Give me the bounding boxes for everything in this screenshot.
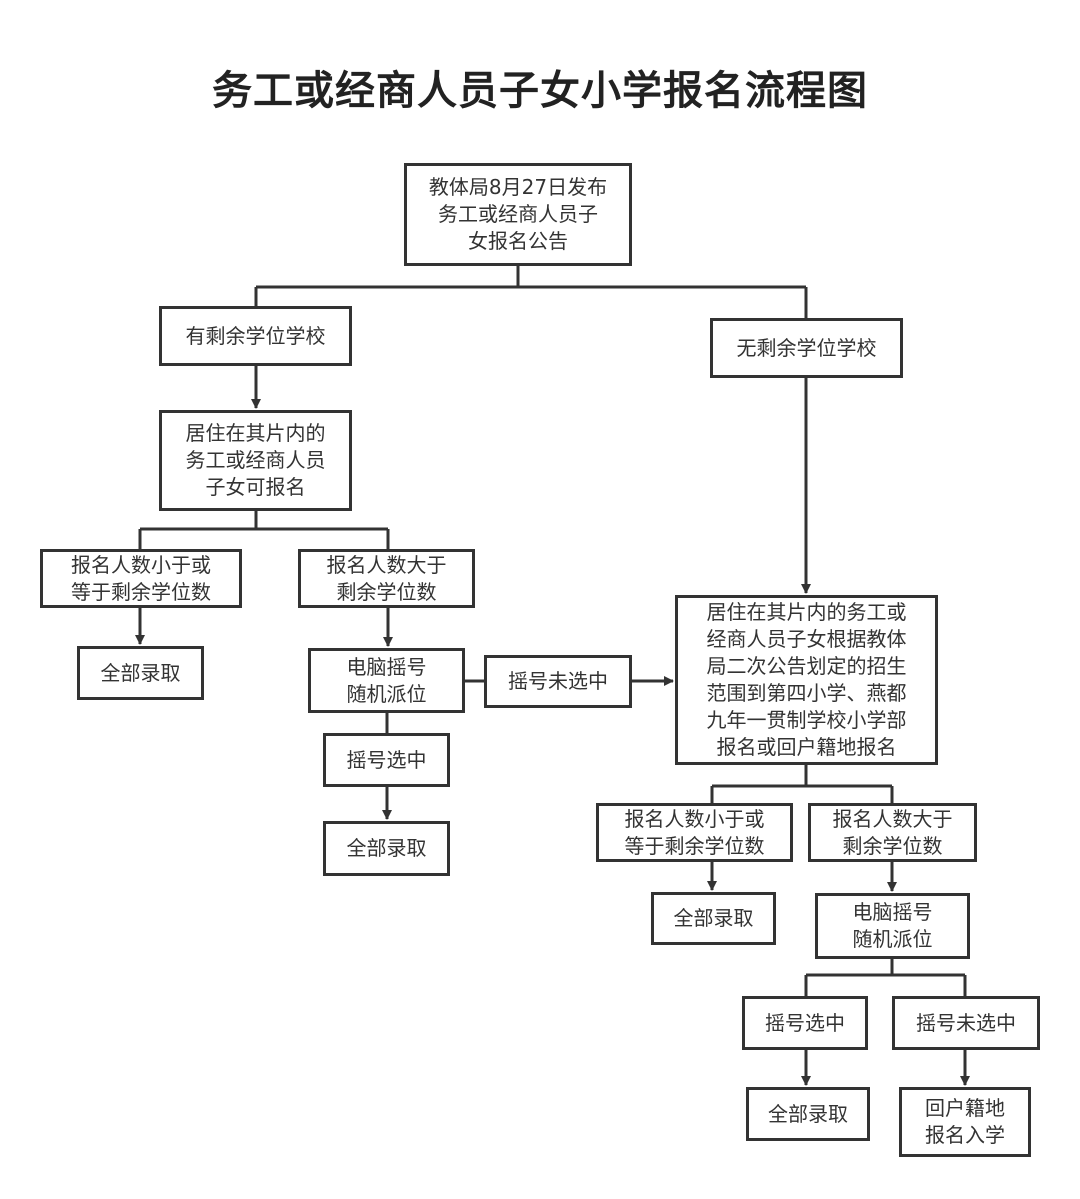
- node-left-selected: 摇号选中: [323, 733, 450, 787]
- node-right-gt: 报名人数大于 剩余学位数: [808, 803, 977, 862]
- node-right-all-admit-1: 全部录取: [651, 892, 776, 945]
- diagram-title: 务工或经商人员子女小学报名流程图: [212, 68, 868, 114]
- connector-right-lottery-split: [804, 959, 967, 996]
- node-eligible-local: 居住在其片内的 务工或经商人员 子女可报名: [159, 410, 352, 511]
- node-right-le: 报名人数小于或 等于剩余学位数: [596, 803, 793, 862]
- node-left-all-admit-2: 全部录取: [323, 821, 450, 876]
- node-has-seats: 有剩余学位学校: [159, 306, 352, 366]
- node-left-lottery: 电脑摇号 随机派位: [308, 648, 465, 713]
- connector-announce-split: [254, 266, 808, 318]
- node-right-lottery: 电脑摇号 随机派位: [815, 893, 970, 959]
- node-left-gt: 报名人数大于 剩余学位数: [298, 549, 475, 608]
- connector-register-split: [710, 765, 894, 803]
- node-left-not-selected: 摇号未选中: [484, 655, 632, 708]
- node-left-le: 报名人数小于或 等于剩余学位数: [40, 549, 242, 608]
- node-right-not-selected: 摇号未选中: [892, 996, 1040, 1050]
- node-announce: 教体局8月27日发布 务工或经商人员子 女报名公告: [404, 163, 632, 266]
- node-left-all-admit-1: 全部录取: [77, 646, 204, 700]
- node-return-hukou: 回户籍地 报名入学: [899, 1087, 1031, 1157]
- node-right-all-admit-2: 全部录取: [746, 1087, 870, 1141]
- connector-eligible-split: [138, 511, 390, 549]
- node-no-seats: 无剩余学位学校: [710, 318, 903, 378]
- node-right-register: 居住在其片内的务工或 经商人员子女根据教体 局二次公告划定的招生 范围到第四小学…: [675, 595, 938, 765]
- node-right-selected: 摇号选中: [742, 996, 868, 1050]
